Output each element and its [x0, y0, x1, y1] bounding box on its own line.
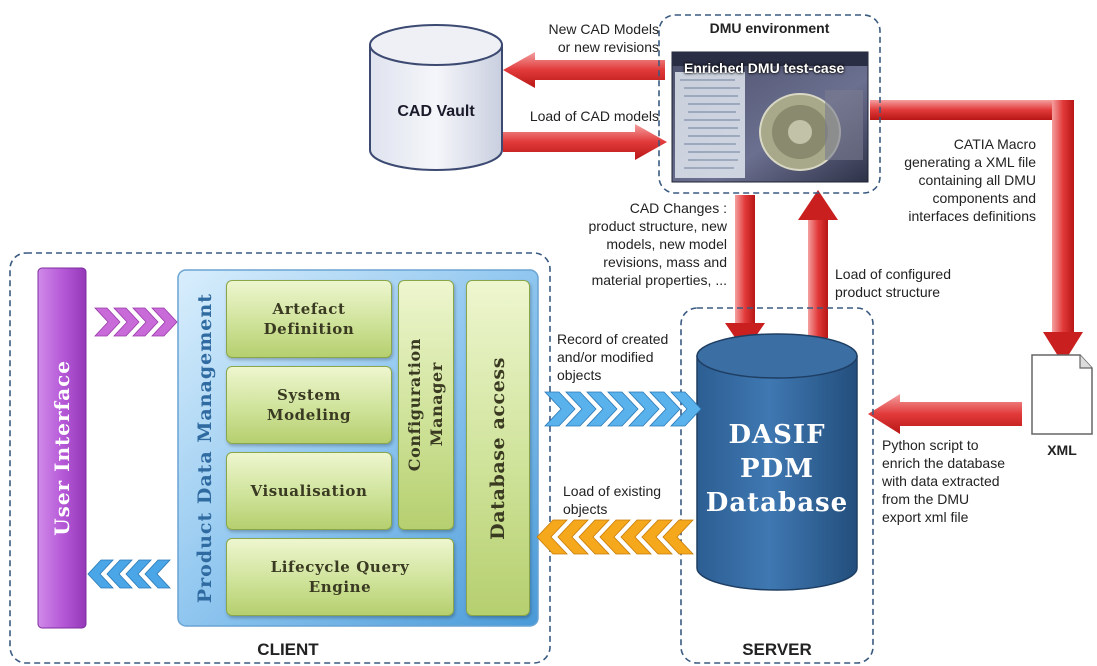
cad-vault-cylinder: [369, 24, 503, 171]
catia-macro-arrow: [870, 100, 1083, 364]
user-interface-label: User Interface: [50, 360, 74, 536]
chevrons-client-to-server: [544, 391, 702, 427]
xml-file-icon: [1031, 354, 1093, 435]
dasif-database-cylinder: [696, 333, 858, 591]
dmu-screenshot: [671, 51, 869, 183]
new-cad-models-label: New CAD Models or new revisions: [548, 21, 659, 55]
cad-vault-label: CAD Vault: [397, 103, 475, 120]
configuration-manager-module: Configuration Manager: [398, 280, 454, 530]
new-cad-models-arrow: [503, 52, 665, 88]
lifecycle-query-engine-module: Lifecycle Query Engine: [226, 538, 454, 616]
python-script-label: Python script to enrich the database wit…: [882, 437, 1005, 525]
load-configured-arrow: [798, 190, 838, 338]
chevrons-pdm-to-ui: [87, 559, 171, 589]
user-interface-bar: [37, 267, 87, 629]
catia-macro-label: CATIA Macro generating a XML file contai…: [904, 136, 1036, 224]
server-label: SERVER: [742, 640, 812, 659]
load-cad-models-arrow: [503, 124, 667, 160]
record-created-label: Record of created and/or modified object…: [557, 331, 669, 383]
dmu-environment-title: DMU environment: [709, 20, 830, 36]
dmu-screenshot-caption: Enriched DMU test-case: [684, 60, 845, 76]
pdm-title: Product Data Management: [194, 292, 216, 604]
client-label: CLIENT: [257, 640, 319, 659]
chevrons-ui-to-pdm: [94, 307, 178, 337]
chevrons-server-to-client: [536, 519, 694, 555]
load-configured-label: Load of configured product structure: [835, 266, 951, 300]
database-access-module: Database access: [466, 280, 530, 616]
dasif-database-label: DASIF PDM Database: [705, 420, 849, 518]
cad-changes-arrow: [725, 195, 765, 352]
system-modeling-module: System Modeling: [226, 366, 392, 444]
load-existing-label: Load of existing objects: [563, 483, 662, 517]
load-cad-models-label: Load of CAD models: [529, 108, 659, 124]
python-script-arrow: [868, 394, 1022, 434]
artefact-definition-module: Artefact Definition: [226, 280, 392, 358]
xml-label: XML: [1047, 442, 1077, 458]
visualisation-module: Visualisation: [226, 452, 392, 530]
cad-changes-label: CAD Changes : product structure, new mod…: [588, 200, 727, 288]
